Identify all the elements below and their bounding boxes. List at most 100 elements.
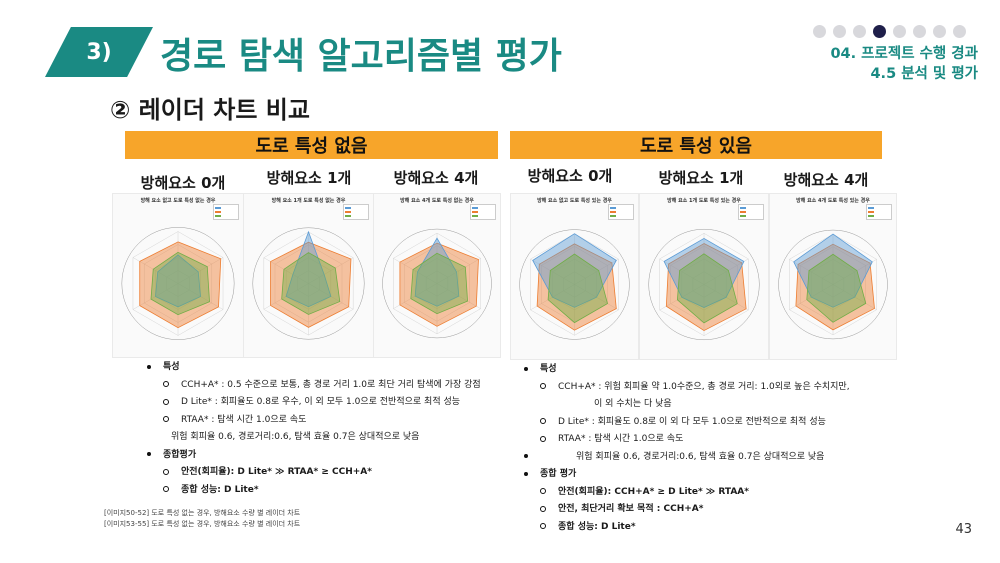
radar-chart: 방해 요소 없고 도로 특성 없는 경우: [112, 193, 244, 358]
radar-outer-ring: [648, 228, 760, 341]
title-number: 3): [86, 39, 112, 65]
radar-spoke: [393, 258, 438, 284]
progress-dot: [953, 25, 966, 38]
progress-dot: [933, 25, 946, 38]
radar-spoke: [132, 257, 179, 284]
list-item: D Lite* : 회피율도 0.8로 우수, 이 외 모두 1.0으로 전반적…: [147, 394, 481, 412]
list-item: RTAA* : 탐색 시간 1.0으로 속도: [147, 412, 481, 430]
radar-series-polygon: [410, 252, 468, 315]
radar-series-polygon: [155, 254, 201, 308]
panel-header-no-road: 도로 특성 없음: [125, 131, 498, 159]
list-item-text: D Lite* : 회피율도 0.8로 이 외 다 모두 1.0으로 전반적으로…: [558, 416, 826, 427]
legend-swatch: [472, 211, 478, 213]
legend-swatch: [868, 207, 874, 209]
legend-row: [868, 210, 890, 214]
panel-header-with-road: 도로 특성 있음: [510, 131, 882, 159]
legend-swatch: [610, 207, 616, 209]
bullet-icon: [147, 364, 151, 369]
radar-svg: [252, 227, 365, 340]
legend-swatch: [740, 215, 746, 217]
list-item: 위험 회피율 0.6, 경로거리:0.6, 탐색 효율 0.7은 상대적으로 낮…: [524, 449, 850, 467]
bullet-icon: [524, 471, 528, 476]
list-item-text: 종합 성능: D Lite*: [181, 484, 259, 495]
radar-series-polygon: [285, 230, 332, 308]
radar-svg: [121, 227, 235, 340]
legend-row: [345, 206, 367, 210]
legend-swatch: [740, 207, 746, 209]
list-item-text: 종합 성능: D Lite*: [558, 521, 636, 532]
legend-swatch: [215, 215, 221, 217]
radar-outer-ring: [121, 227, 235, 340]
radar-svg: [648, 228, 760, 341]
list-item: RTAA* : 탐색 시간 1.0으로 속도: [524, 431, 850, 449]
bullet-icon: [540, 488, 546, 494]
radar-series-polygon: [414, 237, 460, 307]
chart-title: 방해 요소 없고 도로 특성 있는 경우: [537, 198, 612, 204]
bullet-icon: [163, 416, 169, 422]
list-item-text: 종합평가: [163, 449, 197, 460]
radar-series-polygon: [663, 237, 745, 308]
radar-series-polygon: [281, 252, 341, 315]
list-item: 특성: [147, 359, 481, 377]
legend-row: [472, 210, 494, 214]
legend-swatch: [215, 211, 221, 213]
chart-title: 방해 요소 1개 도로 특성 있는 경우: [667, 198, 741, 204]
legend-row: [740, 206, 762, 210]
image-caption: [이미지50-52] 도로 특성 없는 경우, 방해요소 수량 별 레이더 차트: [104, 509, 301, 517]
obstacle-label: 방해요소 0개: [140, 174, 226, 192]
chart-legend: [866, 204, 892, 220]
radar-outer-ring: [252, 227, 365, 340]
radar-series-polygon: [793, 233, 873, 308]
radar-spoke: [574, 258, 619, 285]
obstacle-label: 방해요소 1개: [266, 169, 352, 187]
radar-spoke: [436, 258, 481, 284]
chart-legend: [343, 204, 369, 220]
legend-swatch: [472, 215, 478, 217]
page-title: 경로 탐색 알고리즘별 평가: [160, 36, 562, 77]
radar-svg: [382, 228, 492, 339]
legend-row: [215, 214, 237, 218]
section-chapter: 04. 프로젝트 수행 경과: [830, 46, 978, 62]
list-item-text: 특성: [163, 362, 180, 372]
section-sub: 4.5 분석 및 평가: [870, 66, 978, 82]
list-item: 종합 성능: D Lite*: [524, 519, 850, 537]
subtitle: ② 레이더 차트 비교: [110, 96, 310, 124]
progress-dot-active: [873, 25, 886, 38]
progress-dot: [813, 25, 826, 38]
radar-chart: 방해 요소 4개 도로 특성 있는 경우: [769, 193, 897, 360]
list-item-text: 위험 회피율 0.6, 경로거리:0.6, 탐색 효율 0.7은 상대적으로 낮…: [171, 432, 420, 442]
progress-dot: [913, 25, 926, 38]
section-indicator: 04. 프로젝트 수행 경과 4.5 분석 및 평가: [830, 44, 978, 84]
radar-spoke: [530, 258, 575, 285]
legend-swatch: [868, 211, 874, 213]
radar-chart: 방해 요소 1개 도로 특성 없는 경우: [243, 193, 374, 358]
list-item: 종합 성능: D Lite*: [147, 482, 481, 500]
chart-title: 방해 요소 1개 도로 특성 없는 경우: [271, 198, 346, 204]
bullet-icon: [540, 418, 546, 424]
list-item: D Lite* : 회피율도 0.8로 이 외 다 모두 1.0으로 전반적으로…: [524, 414, 850, 432]
radar-spoke: [703, 258, 749, 285]
legend-row: [610, 206, 632, 210]
legend-row: [215, 206, 237, 210]
legend-row: [868, 206, 890, 210]
list-item-text: CCH+A* : 위험 회피율 약 1.0수준으, 총 경로 거리: 1.0외로…: [558, 381, 850, 392]
radar-series-polygon: [270, 241, 352, 328]
radar-series-polygon: [150, 251, 210, 316]
radar-spoke: [832, 259, 877, 285]
radar-grid: [659, 233, 749, 336]
legend-row: [610, 214, 632, 218]
radar-chart: 방해 요소 없고 도로 특성 있는 경우: [510, 193, 639, 360]
bullet-icon: [163, 398, 169, 405]
radar-series-polygon: [806, 253, 867, 323]
radar-outer-ring: [519, 229, 630, 340]
legend-swatch: [740, 211, 746, 213]
chart-title: 방해 요소 4개 도로 특성 없는 경우: [400, 198, 474, 204]
list-item-text: 이 외 수치는 다 낮음: [594, 399, 672, 409]
legend-row: [740, 210, 762, 214]
obstacle-label: 방해요소 4개: [393, 169, 479, 187]
legend-swatch: [610, 211, 616, 213]
list-item: 위험 회피율 0.6, 경로거리:0.6, 탐색 효율 0.7은 상대적으로 낮…: [147, 429, 481, 447]
list-item-text: CCH+A* : 0.5 수준으로 보통, 총 경로 거리 1.0로 최단 거리…: [181, 379, 481, 390]
